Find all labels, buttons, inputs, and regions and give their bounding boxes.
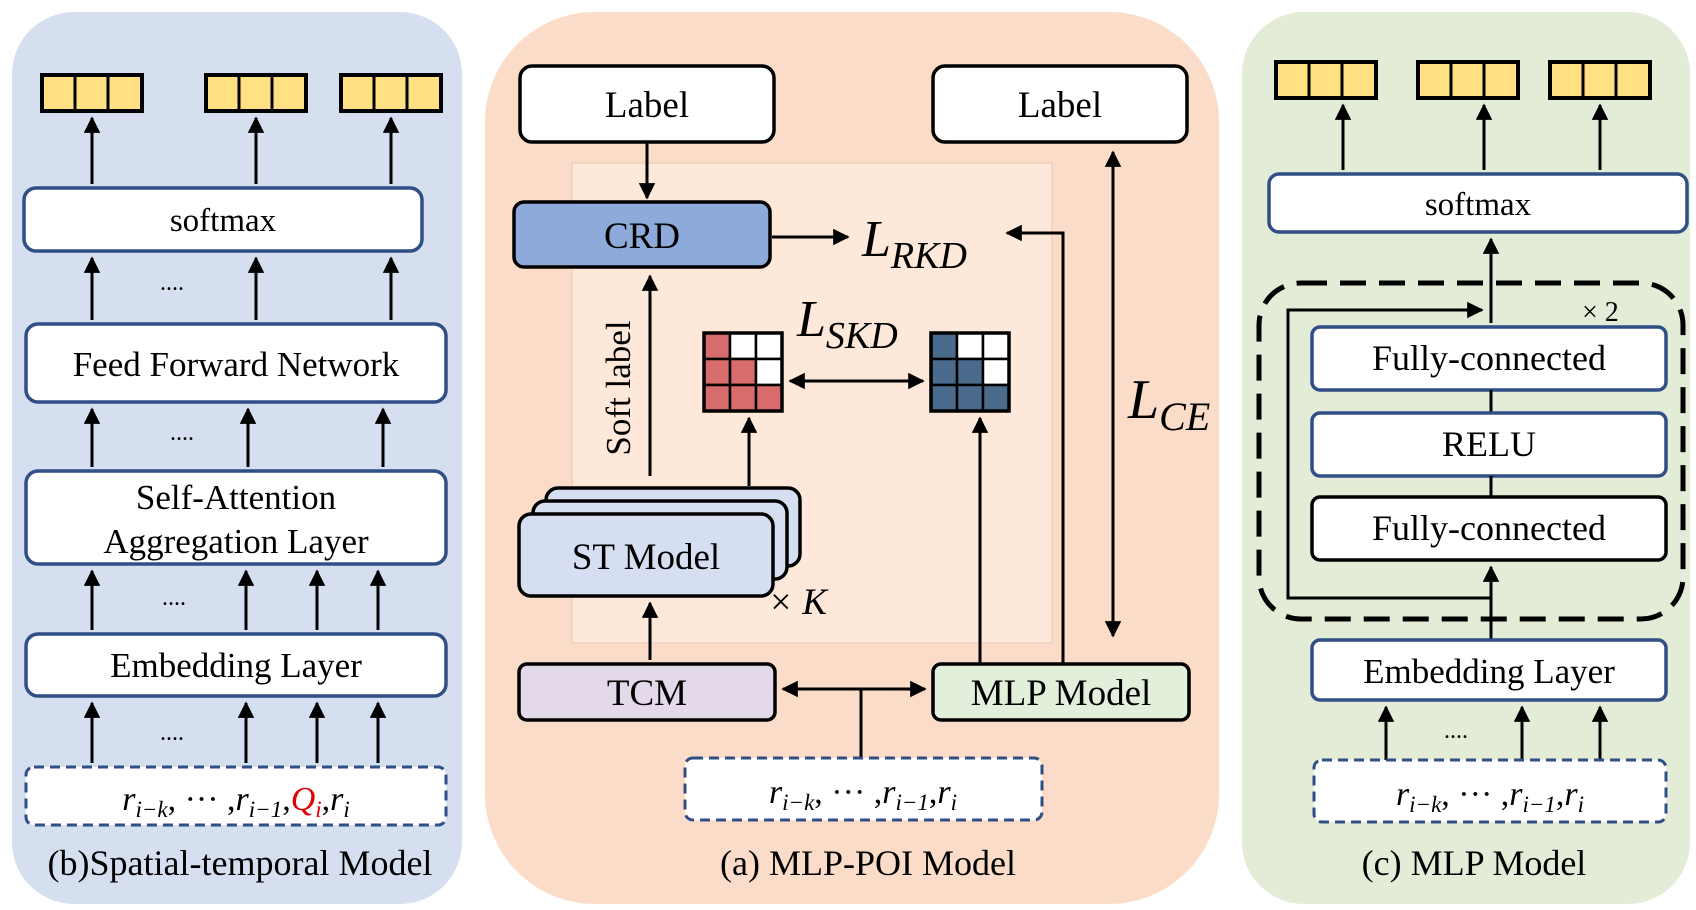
fc-top-label: Fully-connected — [1372, 338, 1606, 378]
st-model-box — [517, 512, 775, 598]
relu-label: RELU — [1442, 424, 1536, 464]
output-vector — [339, 73, 443, 113]
similarity-matrix-mlp — [929, 331, 1011, 413]
relu-box — [1310, 411, 1668, 478]
softmax-box-b — [22, 186, 424, 253]
ellipsis-c: .... — [1444, 718, 1468, 744]
self-attention-box — [24, 469, 448, 566]
label-text-right: Label — [1018, 85, 1102, 126]
input-sequence-a: ri−k, ··· ,ri−1,ri — [769, 774, 957, 815]
panel-a: Label Label CRD LRKD LCE Soft label LSKD — [512, 64, 1210, 883]
arrows-softmax-to-output-c — [1334, 103, 1609, 170]
embedding-label-c: Embedding Layer — [1363, 652, 1615, 691]
ellipsis-b-1: .... — [160, 270, 184, 296]
ffn-box — [24, 322, 448, 404]
output-vector — [1274, 60, 1378, 100]
self-attention-label-line2: Aggregation Layer — [103, 522, 369, 561]
ffn-label: Feed Forward Network — [73, 345, 400, 384]
input-sequence-box-a — [683, 756, 1044, 822]
output-vector — [1416, 60, 1520, 100]
output-vector — [40, 73, 144, 113]
arrows-input-to-embedding-c — [1377, 705, 1609, 760]
label-box-left — [518, 64, 776, 144]
fc-bottom-box — [1310, 495, 1668, 562]
panel-c: softmax × 2 Fully-connected RELU Fully-c… — [1256, 60, 1689, 883]
embedding-box-b — [24, 632, 448, 698]
arrows-input-to-embedding-b — [83, 701, 387, 763]
input-sequence-c: ri−k, ··· ,ri−1,ri — [1396, 776, 1584, 817]
embedding-box-c — [1310, 638, 1668, 702]
ellipsis-b-4: .... — [160, 720, 184, 746]
loss-ce: LCE — [1127, 369, 1210, 439]
loss-rkd: LRKD — [861, 211, 967, 277]
softmax-box-c — [1267, 172, 1689, 234]
crd-label: CRD — [604, 216, 680, 257]
times-k: × K — [768, 582, 829, 623]
embedding-label-b: Embedding Layer — [110, 646, 362, 685]
label-box-right — [931, 64, 1189, 144]
arrows-softmax-to-output-b — [83, 116, 400, 184]
repeat-block — [1256, 280, 1686, 622]
label-text-left: Label — [605, 85, 689, 126]
ellipsis-b-3: .... — [162, 585, 186, 611]
caption-c: (c) MLP Model — [1362, 843, 1587, 883]
panel-b: softmax .... .. Feed Forward Network ...… — [22, 73, 448, 883]
caption-b: (b)Spatial-temporal Model — [48, 843, 433, 883]
arrow-mlp-to-lrkd — [1005, 224, 1065, 664]
ellipsis-b-2: .... — [170, 420, 194, 446]
st-model-label: ST Model — [572, 537, 720, 578]
softmax-label-c: softmax — [1425, 187, 1532, 223]
crd-box — [512, 200, 772, 269]
tcm-label: TCM — [607, 673, 687, 714]
mlp-model-label: MLP Model — [971, 673, 1152, 714]
soft-label-text: Soft label — [599, 320, 638, 455]
similarity-matrix-st — [702, 331, 784, 413]
arrows-attn-to-ffn-b — [83, 407, 392, 467]
times-2: × 2 — [1582, 297, 1619, 328]
fc-bottom-label: Fully-connected — [1372, 508, 1606, 548]
st-model-stack — [517, 486, 802, 598]
input-sequence-box-c — [1312, 758, 1668, 824]
input-sequence-b: ri−k, ··· ,ri−1,Qi,ri — [122, 781, 350, 822]
tcm-box — [517, 662, 777, 722]
residual-connection — [1286, 301, 1490, 600]
arrows-ffn-to-softmax-b — [83, 256, 400, 320]
caption-a: (a) MLP-POI Model — [720, 843, 1016, 883]
mlp-model-box — [931, 662, 1191, 722]
fc-top-box — [1310, 325, 1668, 392]
input-sequence-box-b — [24, 765, 448, 827]
arrows-embedding-to-attn-b — [83, 569, 387, 630]
loss-skd: LSKD — [796, 291, 898, 357]
self-attention-label-line1: Self-Attention — [136, 478, 336, 517]
output-vector — [1548, 60, 1652, 100]
softmax-label-b: softmax — [170, 203, 277, 239]
output-vector — [204, 73, 308, 113]
output-vectors-c — [1274, 60, 1652, 100]
output-vectors-b — [40, 73, 443, 113]
